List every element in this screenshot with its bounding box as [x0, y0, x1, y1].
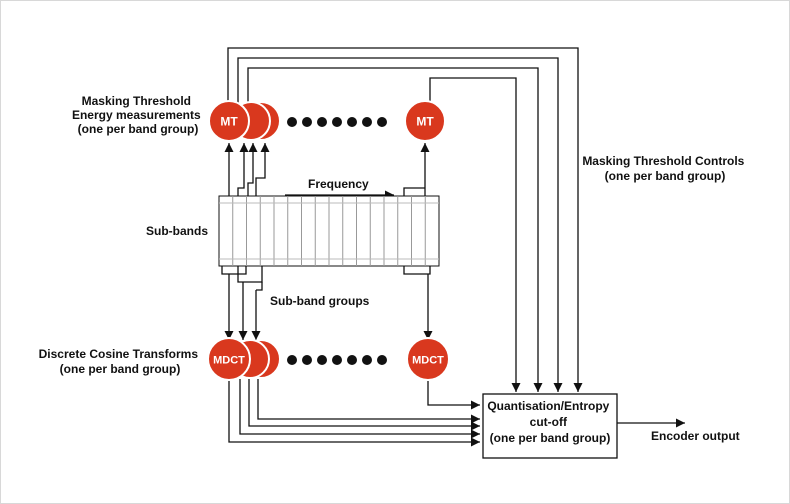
mt-node-last	[404, 100, 446, 142]
subband-group-brackets	[221, 266, 431, 283]
subband-to-mdct-lines	[224, 274, 433, 340]
mdct-stack: MDCT	[207, 337, 281, 381]
mt-title: Masking Threshold Energy measurements (o…	[72, 94, 204, 136]
quantiser-box	[482, 393, 618, 459]
frequency-label: Frequency	[308, 177, 369, 191]
mt-last: MT	[404, 100, 446, 142]
sub-band-groups-label: Sub-band groups	[270, 294, 370, 308]
threshold-control-lines	[227, 47, 583, 392]
mt-node-last-label: MT	[416, 115, 434, 129]
mt-stack: MT	[208, 100, 281, 142]
mdct-to-quant-lines	[228, 379, 480, 447]
sub-bands-label: Sub-bands	[146, 224, 208, 238]
mdct-node-last-label: MDCT	[412, 355, 444, 367]
encoder-output-label: Encoder output	[651, 429, 740, 443]
mdct-node-1	[207, 337, 251, 381]
sub-bands-bar	[218, 195, 440, 267]
mt-node-1	[208, 100, 250, 142]
mdct-last: MDCT	[406, 337, 450, 381]
mt-node-label: MT	[220, 115, 238, 129]
dct-title: Discrete Cosine Transforms (one per band…	[39, 347, 202, 376]
mt-controls-label: Masking Threshold Controls (one per band…	[582, 154, 747, 183]
subband-to-mt-lines	[224, 143, 430, 196]
quant-label: Quantisation/Entropy cut-off (one per ba…	[487, 399, 612, 445]
mt-dots	[287, 117, 387, 127]
mdct-node-last	[406, 337, 450, 381]
mdct-dots	[287, 355, 387, 365]
mdct-node-label: MDCT	[213, 355, 245, 367]
